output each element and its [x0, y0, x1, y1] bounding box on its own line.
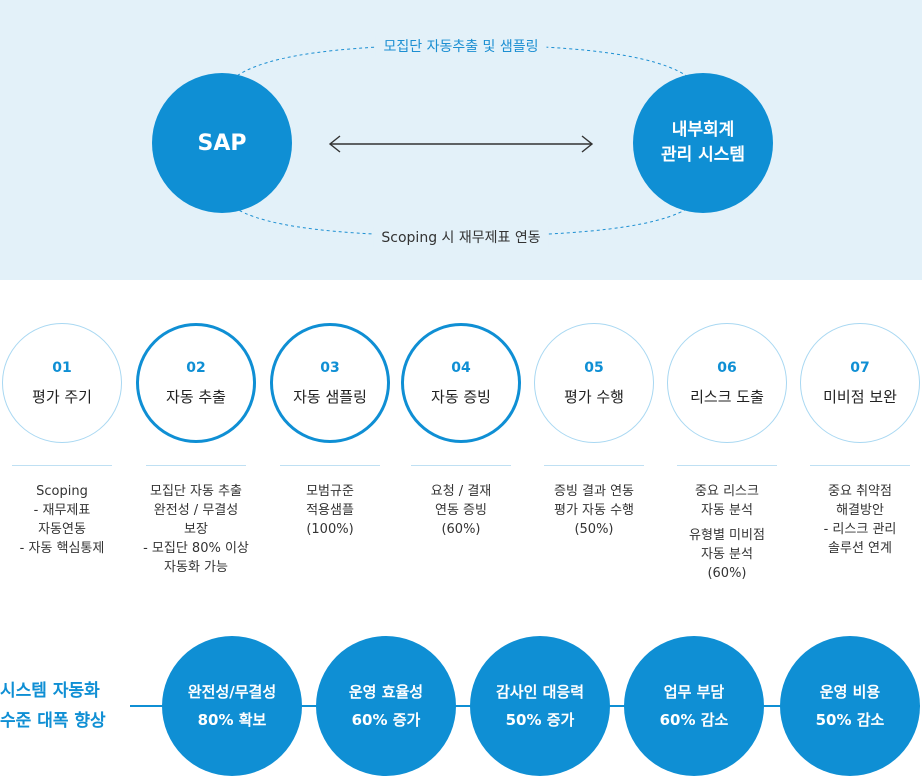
description-line: 자동 분석 [701, 503, 753, 518]
description-line: 평가 자동 수행 [553, 503, 635, 518]
result-value: 50% 증가 [505, 711, 575, 729]
step-circle-04: 04 자동 증빙 [401, 323, 521, 443]
ics-label-line: 관리 시스템 [660, 145, 746, 165]
ics-label-line: 내부회계 [671, 120, 735, 140]
step-number: 02 [186, 359, 206, 376]
step-title: 리스크 도출 [690, 387, 764, 406]
description-line: 자동연동 [38, 522, 86, 537]
result-value: 60% 증가 [351, 711, 421, 729]
description-line: 보장 [184, 522, 208, 537]
step-title: 자동 추출 [166, 387, 226, 406]
result-circle: 운영 효율성 60% 증가 [316, 636, 456, 776]
sap-label: SAP [197, 130, 247, 156]
result-value: 60% 감소 [659, 711, 729, 729]
description-line: (50%) [574, 522, 614, 537]
step-circle-01: 01 평가 주기 [2, 323, 122, 443]
description-line: (60%) [707, 566, 747, 581]
result-circle: 업무 부담 60% 감소 [624, 636, 764, 776]
step-circle-02: 02 자동 추출 [136, 323, 256, 443]
step-circle-07: 07 미비점 보완 [800, 323, 920, 443]
step-divider [810, 465, 910, 466]
description-line: - 모집단 80% 이상 [143, 541, 249, 556]
description-line: (60%) [441, 522, 481, 537]
step-circle-06: 06 리스크 도출 [667, 323, 787, 443]
step-title: 자동 증빙 [431, 387, 491, 406]
step-number: 05 [584, 359, 604, 376]
description-line: 완전성 / 무결성 [153, 503, 239, 518]
internal-control-system-circle: 내부회계 관리 시스템 [633, 73, 773, 213]
result-label: 감사인 대응력 [495, 683, 585, 701]
description-line: 요청 / 결재 [430, 484, 492, 499]
arc-bottom-label: Scoping 시 재무제표 연동 [373, 227, 549, 247]
result-circle: 운영 비용 50% 감소 [780, 636, 920, 776]
step-number: 04 [451, 359, 471, 376]
description-line: - 자동 핵심통제 [19, 541, 105, 556]
step-number: 01 [52, 359, 72, 376]
step-divider [280, 465, 380, 466]
results-title-line: 수준 대폭 향상 [0, 711, 106, 731]
step-title: 평가 수행 [564, 387, 624, 406]
step-divider [411, 465, 511, 466]
result-label: 업무 부담 [663, 683, 725, 701]
description-line: 중요 취약점 [828, 484, 892, 499]
step-number: 03 [320, 359, 340, 376]
result-circle: 완전성/무결성 80% 확보 [162, 636, 302, 776]
result-label: 완전성/무결성 [187, 683, 277, 701]
description-line: (100%) [306, 522, 354, 537]
description-line: 증빙 결과 연동 [553, 484, 635, 499]
result-circle: 감사인 대응력 50% 증가 [470, 636, 610, 776]
step-circle-03: 03 자동 샘플링 [270, 323, 390, 443]
description-line: 모범규준 [306, 484, 354, 499]
description-line: - 리스크 관리 [823, 522, 897, 537]
description-line: 중요 리스크 [695, 484, 759, 499]
step-divider [146, 465, 246, 466]
description-line: 연동 증빙 [435, 503, 487, 518]
description-line: 자동화 가능 [164, 560, 228, 575]
step-number: 06 [717, 359, 737, 376]
step-circle-05: 05 평가 수행 [534, 323, 654, 443]
description-line: 솔루션 연계 [828, 541, 892, 556]
step-title: 미비점 보완 [823, 387, 897, 406]
description-line: Scoping [36, 484, 88, 499]
step-title: 자동 샘플링 [293, 387, 367, 406]
result-label: 운영 효율성 [348, 683, 424, 701]
result-value: 80% 확보 [197, 711, 267, 729]
step-divider [677, 465, 777, 466]
step-divider [12, 465, 112, 466]
step-divider [544, 465, 644, 466]
results-title: 시스템 자동화 수준 대폭 향상 [0, 676, 128, 736]
step-number: 07 [850, 359, 870, 376]
description-line: - 재무제표 [33, 503, 91, 518]
arc-top-label: 모집단 자동추출 및 샘플링 [375, 36, 547, 56]
results-title-line: 시스템 자동화 [0, 681, 100, 701]
description-line: 모집단 자동 추출 [150, 484, 242, 499]
description-line: 자동 분석 [701, 547, 753, 562]
double-arrow-icon [328, 135, 594, 153]
description-line: 적용샘플 [306, 503, 354, 518]
sap-circle: SAP [152, 73, 292, 213]
description-line: 유형별 미비점 [689, 528, 765, 543]
step-title: 평가 주기 [32, 387, 92, 406]
description-line: 해결방안 [836, 503, 884, 518]
result-value: 50% 감소 [815, 711, 885, 729]
result-label: 운영 비용 [819, 683, 881, 701]
